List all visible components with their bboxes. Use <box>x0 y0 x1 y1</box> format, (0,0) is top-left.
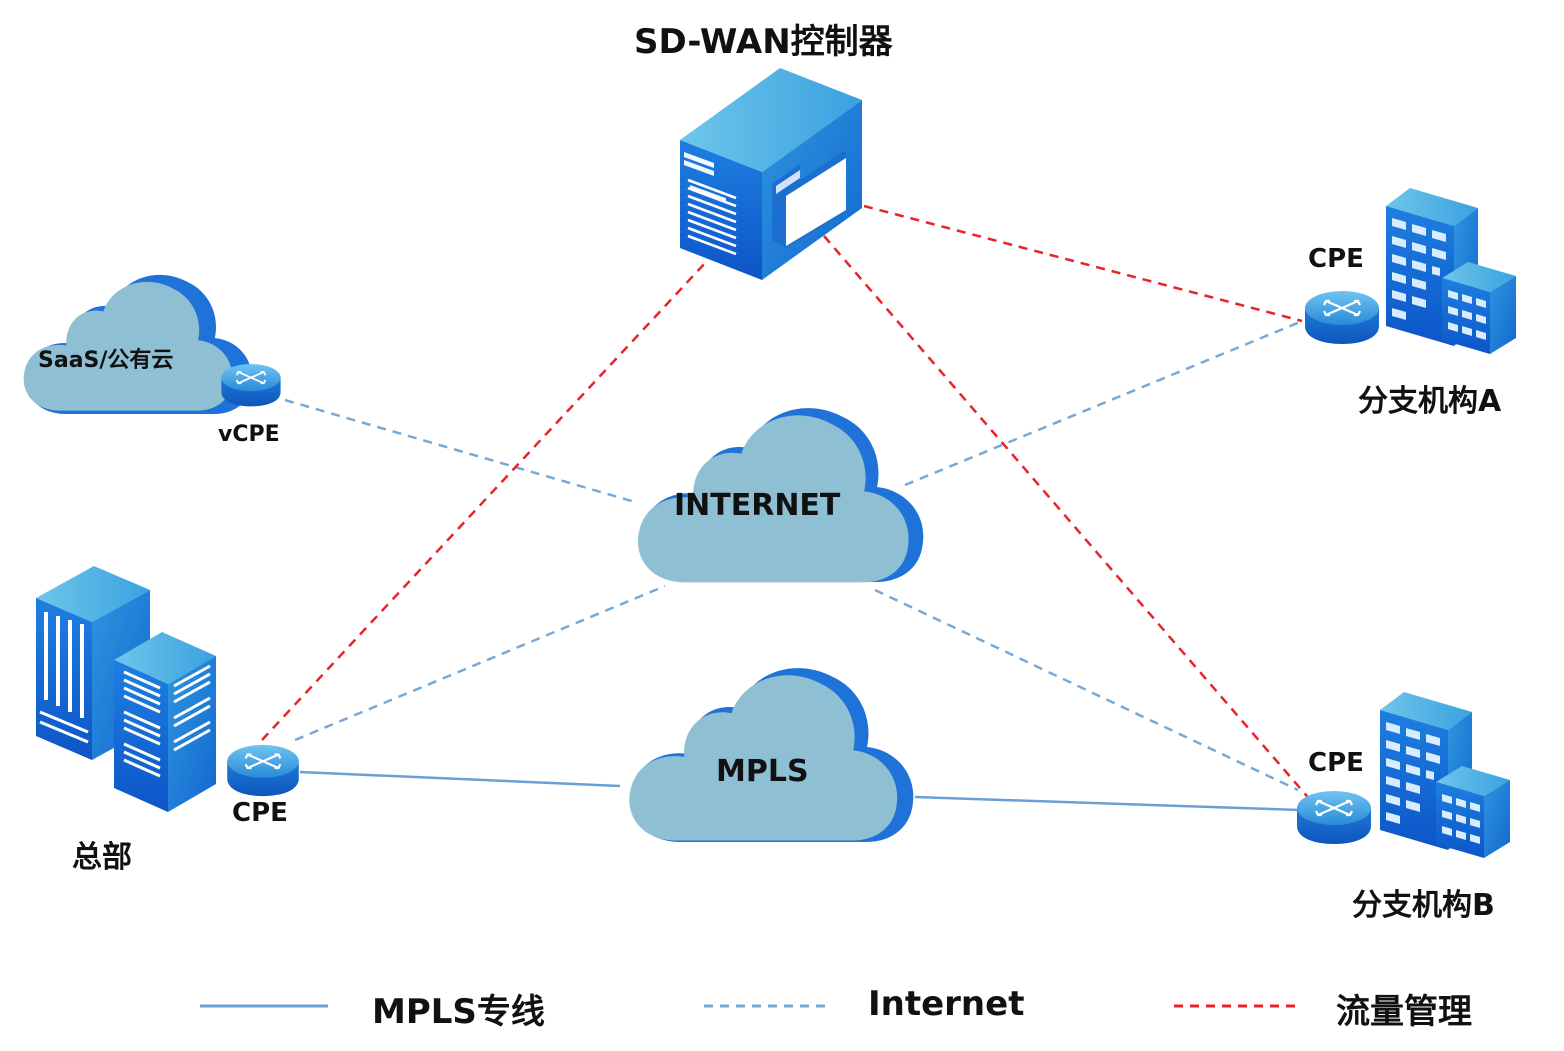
traffic-link-branch-a <box>863 204 1303 323</box>
traffic-links <box>261 204 1313 803</box>
branch-b-cpe-label: CPE <box>1308 748 1364 778</box>
mpls-link-branch-b <box>914 795 1301 812</box>
branch-b-label: 分支机构B <box>1352 888 1495 923</box>
hq-label: 总部 <box>72 840 132 875</box>
vcpe-router-icon <box>220 363 282 408</box>
traffic-link-hq <box>261 261 707 741</box>
controller-label: SD-WAN控制器 <box>634 22 893 62</box>
controller-server-icon <box>680 68 862 280</box>
branch-a-building-icon <box>1386 188 1516 354</box>
traffic-link-branch-b <box>823 235 1313 803</box>
branch-a-label: 分支机构A <box>1358 384 1502 419</box>
legend-traffic-label: 流量管理 <box>1336 992 1472 1032</box>
internet-link-branch-a <box>904 320 1301 487</box>
branch-a-cpe-label: CPE <box>1308 244 1364 274</box>
legend-internet-label: Internet <box>868 984 1025 1024</box>
internet-link-vcpe <box>284 398 636 504</box>
branch-b-building-icon <box>1380 692 1510 858</box>
branch-a-cpe-router-icon <box>1303 289 1381 346</box>
legend-mpls-label: MPLS专线 <box>372 992 545 1032</box>
mpls-links <box>299 770 1301 812</box>
internet-link-branch-b <box>874 588 1299 792</box>
mpls-cloud-label: MPLS <box>716 754 809 789</box>
internet-links <box>284 320 1301 792</box>
hq-server-icon <box>36 566 216 812</box>
hq-cpe-router-icon <box>226 743 300 798</box>
saas-cloud-label: SaaS/公有云 <box>38 348 174 373</box>
hq-cpe-label: CPE <box>232 798 288 828</box>
internet-link-hq <box>294 584 666 742</box>
mpls-link-hq <box>299 770 621 788</box>
branch-b-cpe-router-icon <box>1295 789 1373 846</box>
internet-cloud-label: INTERNET <box>674 488 841 523</box>
vcpe-label: vCPE <box>218 422 280 447</box>
